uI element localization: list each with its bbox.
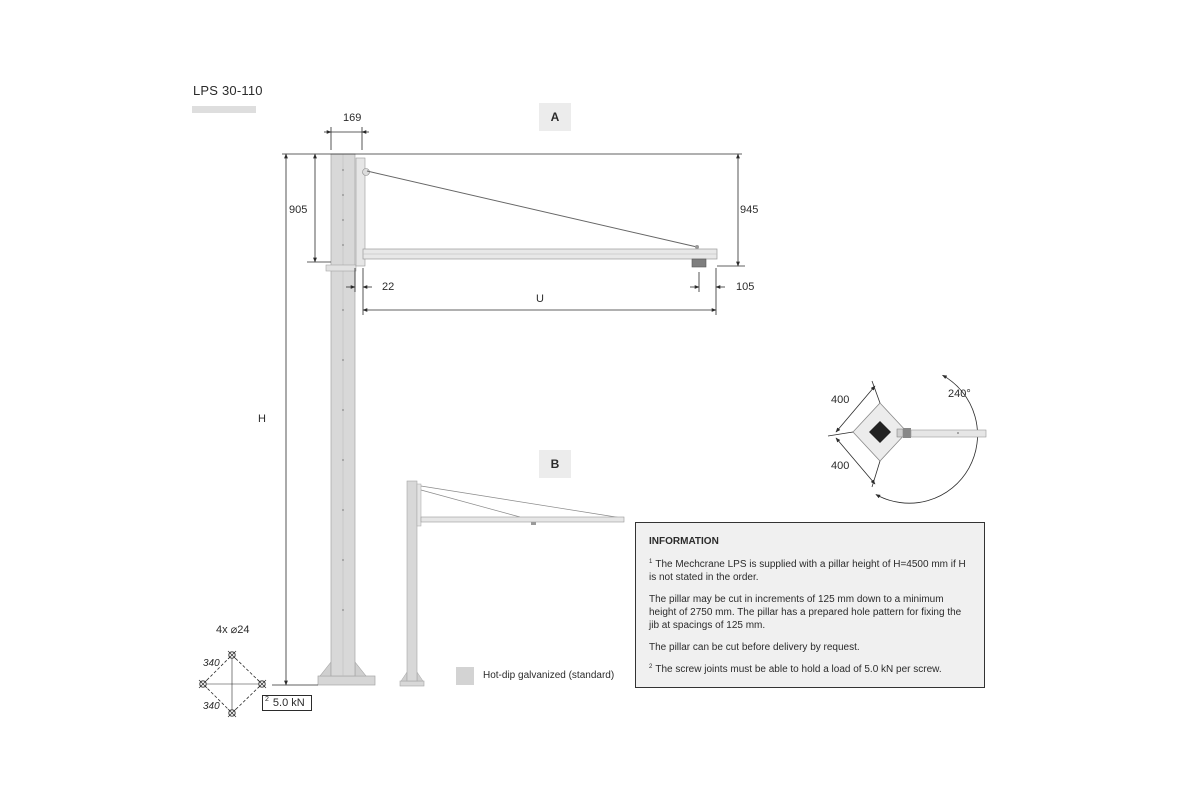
view-label-b: B	[539, 450, 571, 478]
jib-arm-a	[355, 157, 718, 268]
legend-label-galvanized: Hot-dip galvanized (standard)	[483, 670, 615, 681]
crane-view-b	[399, 480, 625, 687]
bolt-pattern	[198, 650, 267, 718]
dimension-340-bottom: 340	[203, 701, 220, 712]
dimension-u: U	[536, 293, 544, 305]
info-note-1-text: The Mechcrane LPS is supplied with a pil…	[649, 559, 966, 583]
info-note-3: The pillar can be cut before delivery by…	[649, 642, 860, 653]
dimension-340-top: 340	[203, 658, 220, 669]
load-footnote-marker: 2	[265, 696, 269, 704]
dimension-105: 105	[736, 281, 755, 293]
pillar-a	[317, 153, 376, 686]
dimension-169: 169	[343, 112, 362, 124]
product-title: LPS 30-110	[193, 83, 263, 98]
dimension-905: 905	[289, 204, 308, 216]
dimension-945: 945	[740, 204, 759, 216]
info-note-4-marker: 2	[649, 663, 653, 670]
info-note-1-marker: 1	[649, 558, 653, 565]
information-heading: INFORMATION	[649, 536, 719, 547]
info-note-2: The pillar may be cut in increments of 1…	[649, 594, 962, 631]
dimension-400-top: 400	[831, 394, 850, 406]
slewing-range-view	[827, 374, 987, 504]
slewing-angle: 240°	[948, 388, 971, 400]
view-label-a: A	[539, 103, 571, 131]
legend-swatch-galvanized	[456, 667, 474, 685]
dimension-400-bottom: 400	[831, 460, 850, 472]
dimension-22: 22	[382, 281, 395, 293]
bolt-count-diameter: 4x ⌀24	[216, 624, 250, 636]
dimension-h: H	[258, 413, 266, 425]
load-value: 5.0 kN	[272, 697, 305, 709]
info-note-4-text: The screw joints must be able to hold a …	[655, 664, 942, 675]
title-underline	[192, 106, 256, 113]
dimension-lines-a	[272, 127, 745, 686]
